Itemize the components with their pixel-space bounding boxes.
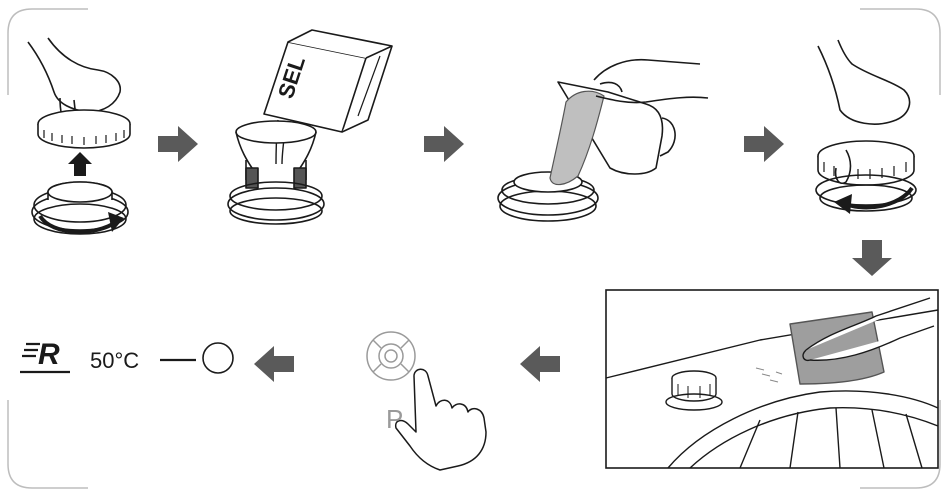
step-unscrew-cap — [27, 37, 131, 235]
step-wipe-panel — [605, 289, 939, 469]
step-press-program — [366, 331, 487, 471]
step-pour-salt — [227, 29, 393, 225]
arrow-left-1 — [520, 346, 560, 382]
pointing-hand-icon — [394, 368, 487, 471]
arrow-right-2 — [424, 126, 464, 162]
program-r-icon — [20, 342, 70, 374]
program-symbol: R — [38, 338, 60, 371]
arrow-right-1 — [158, 126, 198, 162]
indicator-light-icon — [202, 342, 234, 374]
arrow-down — [852, 240, 892, 276]
step-program-select: R 50°C — [20, 338, 234, 374]
program-letter: P — [386, 404, 403, 434]
arrow-left-2 — [254, 346, 294, 382]
step-pour-water — [497, 58, 709, 222]
outer-frame — [7, 8, 941, 489]
program-dial-icon — [366, 331, 416, 381]
temperature-label: 50°C — [90, 348, 139, 373]
arrow-right-3 — [744, 126, 784, 162]
step-screw-cap — [815, 39, 917, 214]
